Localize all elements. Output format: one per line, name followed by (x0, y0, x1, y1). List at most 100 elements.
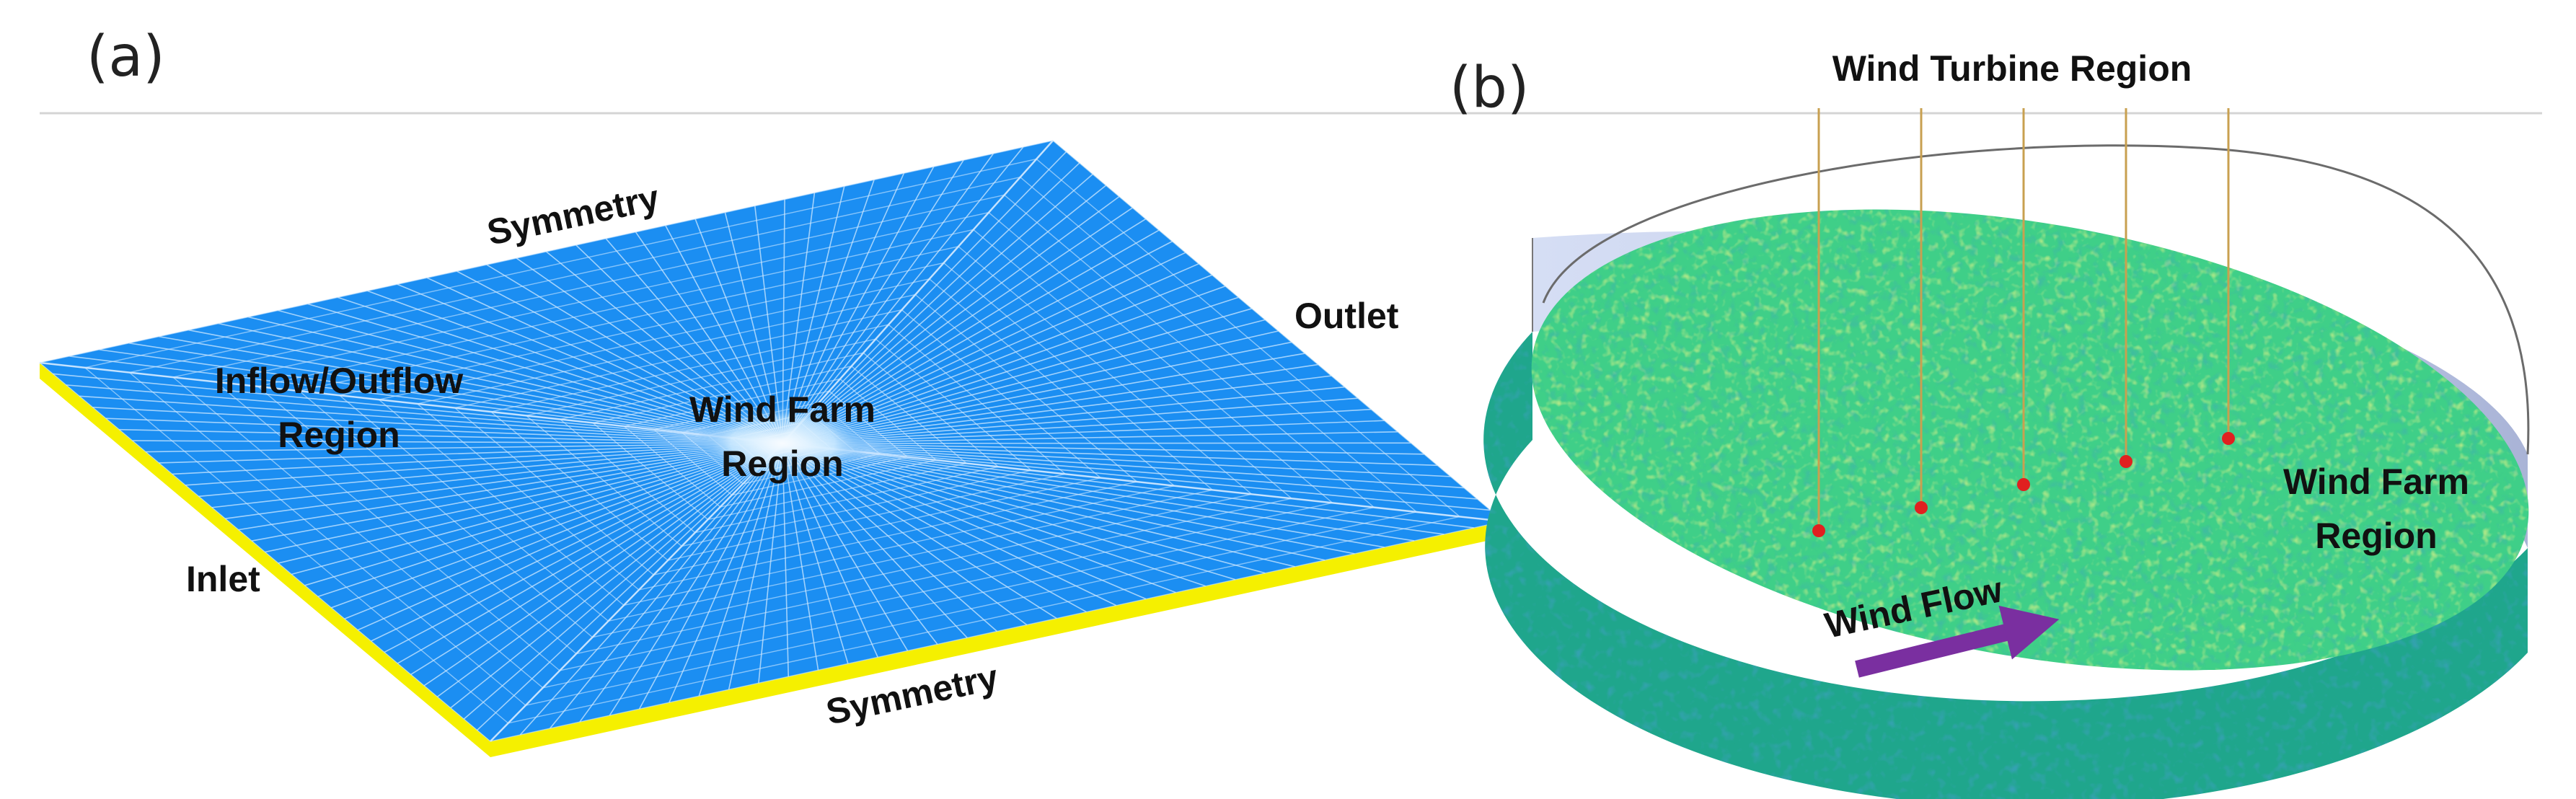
mesh-line (1052, 140, 1504, 522)
mesh-line (782, 153, 994, 444)
mesh-line (251, 443, 783, 542)
mesh-line (146, 443, 783, 453)
mesh-line (560, 418, 696, 534)
mesh-line (105, 418, 783, 444)
mesh-line (669, 443, 783, 703)
mesh-line (782, 375, 1332, 444)
mesh-line (782, 363, 1318, 444)
mesh-line (782, 443, 1415, 542)
mesh-line (782, 443, 1385, 548)
mesh-line (357, 443, 783, 631)
mesh-line (653, 477, 1101, 575)
mesh-line (304, 443, 783, 586)
mesh-line (436, 443, 783, 697)
mesh-line (384, 443, 783, 653)
mesh-line (526, 415, 682, 547)
mesh-line (257, 386, 577, 655)
mesh-line (129, 177, 1020, 374)
mesh-line (682, 469, 1032, 547)
turbine-dot (2120, 455, 2132, 468)
label-b-wind-farm: Wind Farm (2283, 462, 2469, 502)
label-inlet: Inlet (186, 559, 260, 599)
wind-flow-arrow (1855, 605, 2060, 678)
mesh-line (257, 229, 974, 387)
mesh-line (299, 246, 959, 392)
mesh-line (371, 443, 783, 642)
mesh-line (782, 263, 1199, 444)
mesh-line (782, 442, 1504, 523)
mesh-line (417, 293, 916, 405)
mesh-line (159, 443, 783, 464)
mesh-line (490, 411, 669, 561)
mesh-line (215, 381, 560, 671)
mesh-line (782, 180, 875, 444)
mesh-line (875, 338, 1032, 471)
mesh-line (782, 196, 1120, 444)
mesh-line (782, 443, 1438, 467)
mesh-line (159, 335, 783, 444)
mesh-line (53, 373, 783, 444)
mesh-line (623, 485, 1175, 606)
mesh-line (248, 316, 783, 444)
mesh-line (988, 212, 1333, 503)
mesh-line (782, 408, 1372, 444)
disc-top-noise-dark (1531, 209, 2529, 671)
mesh-line (69, 356, 783, 444)
mesh-line (172, 376, 544, 689)
mesh-line (707, 462, 967, 521)
mesh-line (132, 440, 783, 444)
mesh-line (888, 324, 1066, 474)
mesh-line (39, 362, 491, 742)
mesh-line (839, 378, 937, 461)
mesh-line (211, 443, 783, 508)
mesh-line (39, 361, 783, 445)
label-inflow-region: Region (278, 415, 400, 455)
turbine-dot (1915, 501, 1928, 514)
mesh-line (99, 349, 783, 444)
mesh-line (782, 443, 1424, 455)
mesh-line (592, 366, 852, 424)
mesh-line (851, 366, 967, 464)
wind-farm-glow (696, 400, 869, 487)
mesh-line (337, 296, 783, 444)
mesh-line (624, 378, 841, 427)
mesh-line (79, 395, 783, 444)
cylinder-rim (1542, 144, 2530, 455)
mesh-line (782, 229, 1160, 444)
mesh-line (417, 403, 640, 591)
mesh-line (410, 443, 783, 676)
mesh-line (782, 319, 1266, 444)
mesh-edge-bottom (490, 521, 1504, 757)
mesh-line (307, 303, 783, 444)
panel-a-tag: (a) (87, 25, 165, 89)
mesh-line (929, 278, 1175, 487)
mesh-line (278, 443, 783, 564)
mesh-line (782, 386, 1345, 444)
label-b-wind-farm-region: Region (2315, 516, 2437, 556)
mesh-line (218, 322, 783, 444)
mesh-line (291, 443, 783, 575)
mesh-line (782, 166, 935, 444)
mesh-line (397, 443, 783, 664)
mesh-line (92, 406, 783, 444)
mesh-line (782, 151, 1067, 444)
mesh-line (782, 173, 1093, 444)
label-wind-turbine-region: Wind Turbine Region (1832, 48, 2192, 89)
mesh-edge-left (40, 363, 490, 757)
mesh-line (782, 443, 1444, 535)
mesh-line (624, 425, 721, 508)
mesh-line (609, 443, 783, 716)
mesh-line (1020, 177, 1417, 513)
mesh-line (216, 211, 989, 383)
mesh-line (454, 407, 654, 575)
mesh-line (782, 443, 1266, 574)
panel-a: (a) Symmetry Outlet Inflow/Outflow Regio… (39, 25, 1504, 757)
mesh-line (694, 466, 999, 534)
mesh-line (66, 384, 783, 444)
mesh-line (782, 353, 1305, 444)
mesh-line (782, 443, 1478, 500)
mesh-line (84, 158, 1037, 368)
mesh-line (782, 443, 1491, 511)
mesh-line (490, 443, 783, 742)
